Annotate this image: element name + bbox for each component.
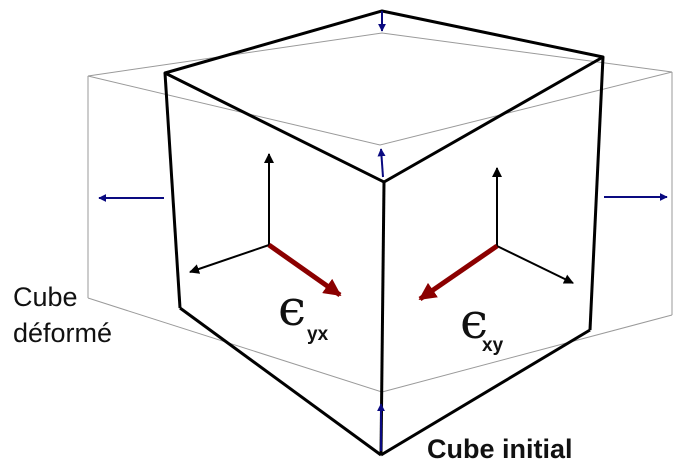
strain-arrow-xy [418,243,499,302]
left-face-axes [189,153,274,274]
strain-subscript-xy: xy [482,335,504,356]
strain-symbol-left: ϵ [278,279,307,337]
initial-cube-label: Cube initial [427,434,573,464]
strain-subscript-yx: yx [307,324,329,345]
deformed-cube [87,32,673,393]
deformation-arrows [98,11,668,451]
strain-symbol-right: ϵ [460,292,489,350]
deformed-cube-label-line2: déformé [13,318,113,348]
deformed-cube-label-line1: Cube [13,282,78,312]
strain-arrow-yx [267,242,342,298]
right-face-axes [492,167,574,284]
top-arrow-lower [377,148,386,178]
initial-cube [163,9,605,457]
